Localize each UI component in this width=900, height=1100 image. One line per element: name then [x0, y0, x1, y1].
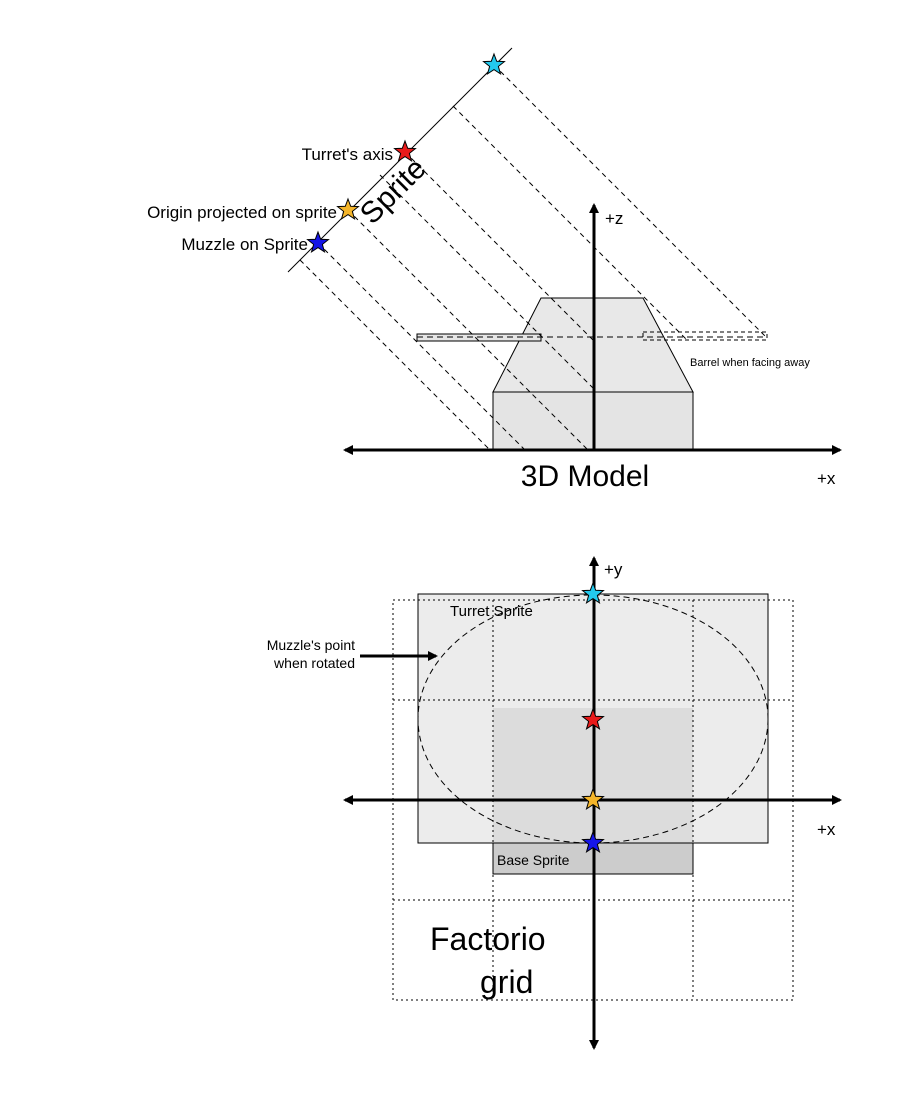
star-orange-icon [581, 787, 605, 811]
star-shape [581, 581, 605, 605]
muzzle-rotated-label-line1: Muzzle's point [267, 637, 355, 653]
bottom-diagram: +y +x Turret Sprite Muzzle's point when … [267, 556, 842, 1050]
grid-label-line1: Factorio [430, 921, 546, 957]
y-axis-label: +y [604, 560, 623, 579]
star-red-icon [581, 707, 605, 731]
turret-sprite-label: Turret Sprite [450, 603, 533, 620]
star-cyan-icon [581, 581, 605, 605]
z-axis-label: +z [605, 209, 623, 228]
star-shape [336, 197, 360, 221]
star-shape [306, 230, 330, 254]
star-blue-icon [581, 830, 605, 854]
star-shape [581, 787, 605, 811]
star-orange-icon [336, 197, 360, 221]
turret-axis-label: Turret's axis [302, 145, 393, 164]
muzzle-on-sprite-label: Muzzle on Sprite [181, 235, 308, 254]
x-axis-label-bottom: +x [817, 820, 836, 839]
projection-lines [299, 64, 768, 451]
muzzle-rotation-ellipse [417, 594, 769, 844]
barrel-facing-away-label: Barrel when facing away [690, 357, 810, 369]
star-shape [581, 707, 605, 731]
star-red-icon [393, 139, 417, 163]
model-label: 3D Model [521, 460, 649, 493]
muzzle-rotated-label-line2: when rotated [273, 655, 355, 671]
origin-projected-label: Origin projected on sprite [147, 203, 337, 222]
star-shape [393, 139, 417, 163]
star-cyan-icon [482, 52, 506, 76]
model-barrel-facing-away [642, 331, 768, 341]
top-diagram: Sprite Turret's axis Origin projected on… [147, 47, 842, 493]
star-shape [581, 830, 605, 854]
x-axis-label-top: +x [817, 469, 836, 488]
grid-label-line2: grid [480, 964, 533, 1000]
star-blue-icon [306, 230, 330, 254]
star-shape [482, 52, 506, 76]
base-sprite-label: Base Sprite [497, 852, 570, 868]
